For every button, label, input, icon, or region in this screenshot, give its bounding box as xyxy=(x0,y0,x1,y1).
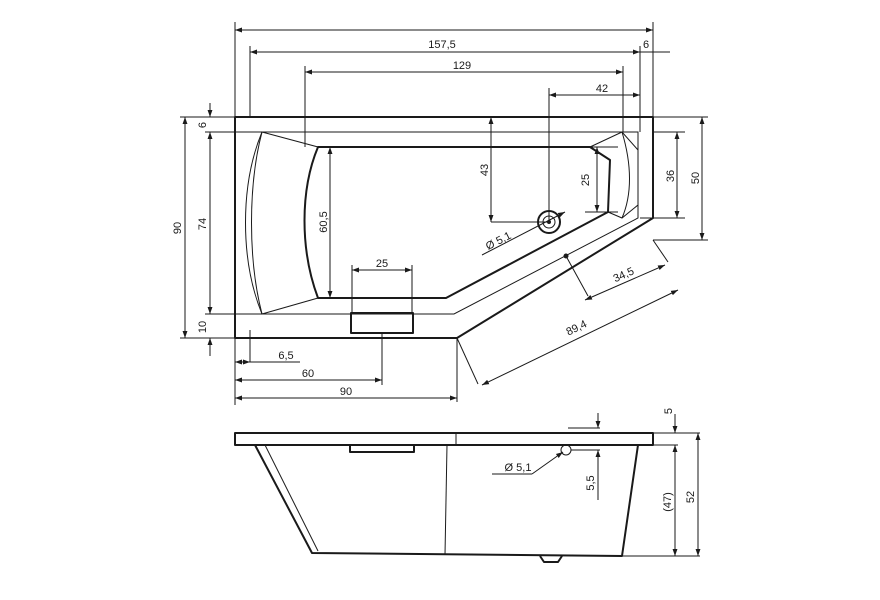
dim-drain-from-right: 42 xyxy=(596,83,608,95)
waste-outlet-icon xyxy=(539,555,563,563)
dim-overall-length: 157,5 xyxy=(428,39,456,51)
plan-extension-lines xyxy=(180,22,708,405)
side-body xyxy=(254,444,639,557)
dim-right-width: 50 xyxy=(690,172,702,184)
dim-rim-thickness: 5 xyxy=(663,408,675,414)
dim-right-inner-width: 36 xyxy=(665,170,677,182)
side-dimension-labels: 5 Ø 5,1 5,5 (47) 52 xyxy=(505,408,697,512)
dim-straight-length: 90 xyxy=(340,386,352,398)
tub-outer-contour xyxy=(234,116,654,339)
dim-overflow-diameter: Ø 5,1 xyxy=(505,462,532,474)
dim-inner-length: 129 xyxy=(453,60,471,72)
dim-rim-top: 6 xyxy=(197,122,209,128)
dim-overflow-height: 5,5 xyxy=(585,475,597,490)
side-view xyxy=(234,432,654,563)
dim-drain-diameter: Ø 5,1 xyxy=(484,230,513,253)
dim-panel-offset: 60 xyxy=(302,368,314,380)
dim-inner-width: 74 xyxy=(197,218,209,230)
tub-basin xyxy=(303,146,611,299)
plan-dimension-lines xyxy=(182,27,705,401)
side-rim xyxy=(234,432,654,446)
left-backrest xyxy=(245,131,319,315)
tub-rim-contour xyxy=(235,131,639,315)
dim-overall-width: 90 xyxy=(172,222,184,234)
dim-inner-depth: (47) xyxy=(662,492,674,512)
dim-panel-width: 25 xyxy=(376,258,388,270)
dim-total-height: 52 xyxy=(685,491,697,503)
dim-basin-width: 60,5 xyxy=(318,211,330,232)
side-grip-panel xyxy=(349,444,415,453)
side-dimension-lines xyxy=(492,413,701,557)
dim-rim-bottom: 10 xyxy=(197,321,209,333)
dim-slant-inner: 34,5 xyxy=(612,265,636,285)
right-backrest xyxy=(588,131,639,219)
dim-left-rim: 6,5 xyxy=(278,350,293,362)
dim-drain-from-top: 43 xyxy=(479,164,491,176)
dim-edge-right: 6 xyxy=(643,39,649,51)
plan-view xyxy=(234,116,654,339)
dim-right-depth: 25 xyxy=(580,174,592,186)
grip-panel xyxy=(350,312,414,334)
overflow-icon xyxy=(560,444,572,456)
